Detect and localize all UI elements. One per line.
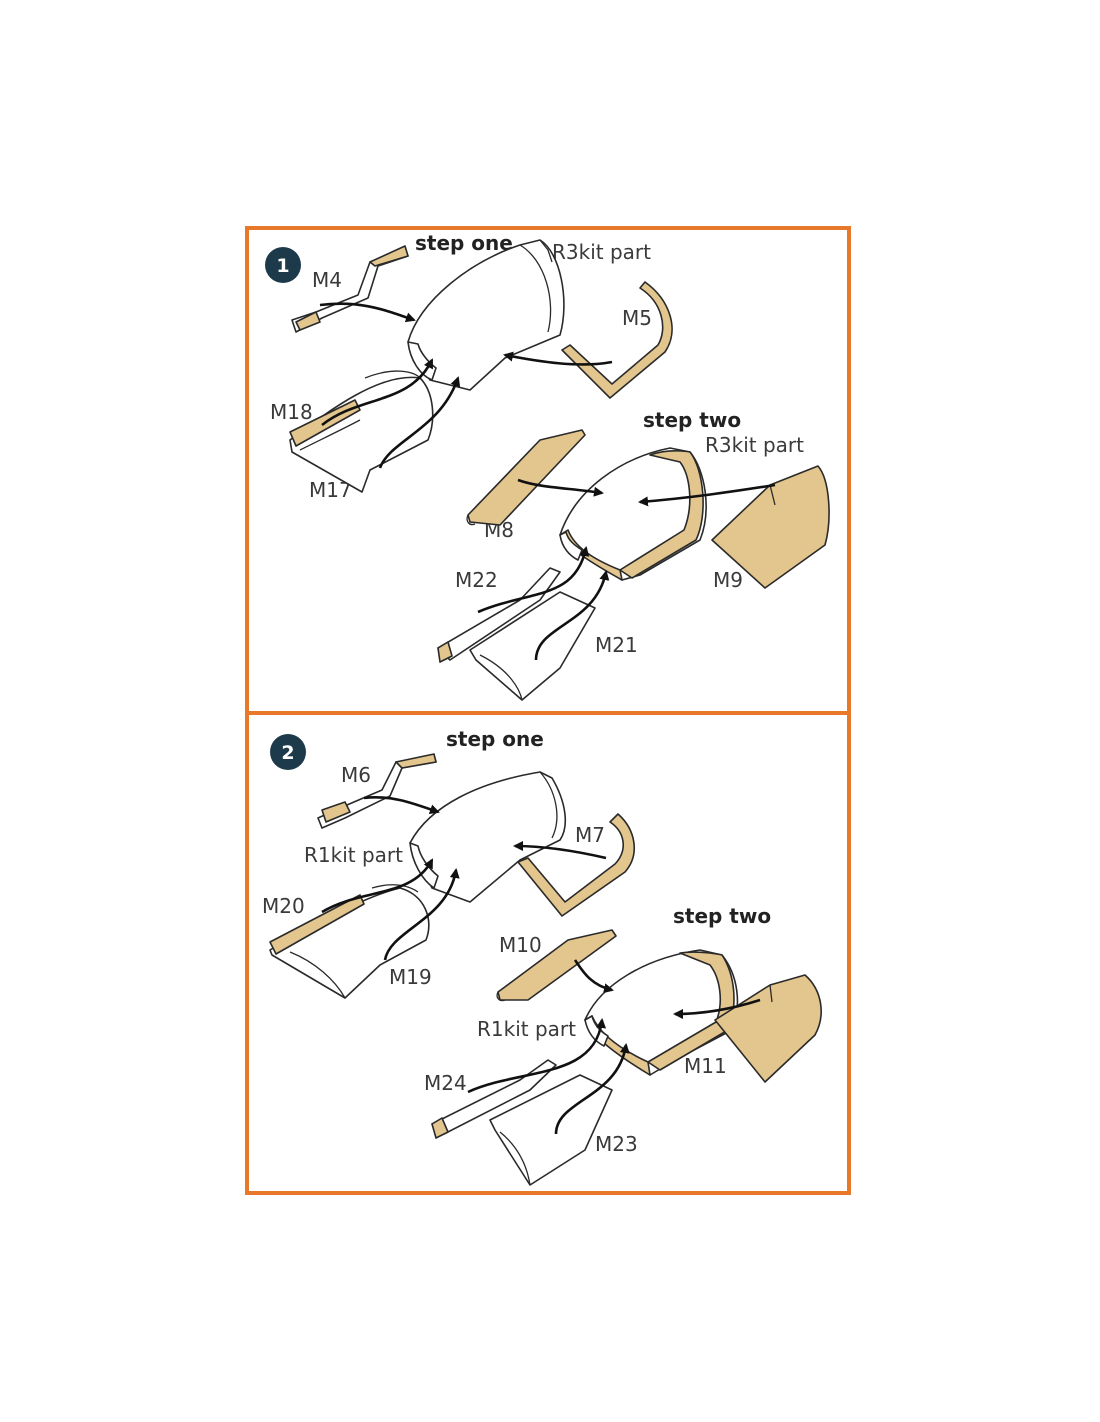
arrow-m23 [554, 1043, 630, 1135]
panel2-step-one-title: step one [446, 727, 544, 751]
r3-kit-part-step-two [559, 447, 707, 581]
label-m4: M4 [312, 268, 342, 292]
arrow-m18 [321, 358, 434, 427]
part-m19-m20 [269, 884, 430, 999]
arrow-m17 [378, 376, 461, 469]
arrow-m22 [477, 546, 590, 614]
label-m5: M5 [622, 306, 652, 330]
arrow-m7 [513, 841, 607, 860]
arrow-m9 [638, 483, 776, 507]
panel-2: 2 step one M6 R1kit part M7 M20 M19 step… [262, 727, 822, 1186]
part-m21-m22 [437, 567, 596, 701]
arrow-m19 [383, 868, 460, 961]
step-badge-1 [265, 247, 301, 283]
label-r3kit-part-a: R3kit part [552, 240, 651, 264]
label-r3kit-part-b: R3kit part [705, 433, 804, 457]
arrow-m8 [517, 478, 604, 497]
part-m8 [466, 429, 586, 526]
label-m9: M9 [713, 568, 743, 592]
label-r1kit-part-b: R1kit part [477, 1017, 576, 1041]
arrow-m21 [534, 570, 610, 661]
part-m10 [496, 929, 617, 1002]
arrow-m24 [467, 1018, 607, 1094]
label-m19: M19 [389, 965, 432, 989]
arrow-m6 [363, 796, 440, 815]
part-m6 [317, 753, 437, 829]
label-r1kit-part-a: R1kit part [304, 843, 403, 867]
part-m11 [714, 974, 822, 1083]
panel1-step-one-title: step one [415, 231, 513, 255]
part-m9 [711, 465, 830, 589]
label-m20: M20 [262, 894, 305, 918]
label-m22: M22 [455, 568, 498, 592]
label-m10: M10 [499, 933, 542, 957]
part-m5 [561, 281, 673, 399]
panel-divider [249, 711, 847, 715]
part-m17-m18 [289, 370, 434, 493]
arrow-m20 [321, 858, 434, 914]
label-m11: M11 [684, 1054, 727, 1078]
label-m23: M23 [595, 1132, 638, 1156]
label-m24: M24 [424, 1071, 467, 1095]
part-m4 [291, 245, 409, 333]
panel-1: 1 step one R3kit part M4 M5 M18 M17 step… [265, 231, 830, 701]
step-number-2: 2 [281, 742, 294, 764]
panel1-step-two-title: step two [643, 408, 741, 432]
arrow-m5 [503, 351, 613, 366]
step-number-1: 1 [276, 255, 289, 277]
arrow-m11 [673, 998, 761, 1019]
panel2-step-two-title: step two [673, 904, 771, 928]
label-m6: M6 [341, 763, 371, 787]
label-m18: M18 [270, 400, 313, 424]
instruction-frame [245, 226, 851, 1195]
label-m7: M7 [575, 823, 605, 847]
r3-kit-part-step-one [407, 239, 565, 391]
step-badge-2 [270, 734, 306, 770]
arrow-m4 [319, 302, 416, 323]
part-m7 [517, 813, 635, 917]
label-m21: M21 [595, 633, 638, 657]
arrow-m10 [573, 959, 614, 994]
